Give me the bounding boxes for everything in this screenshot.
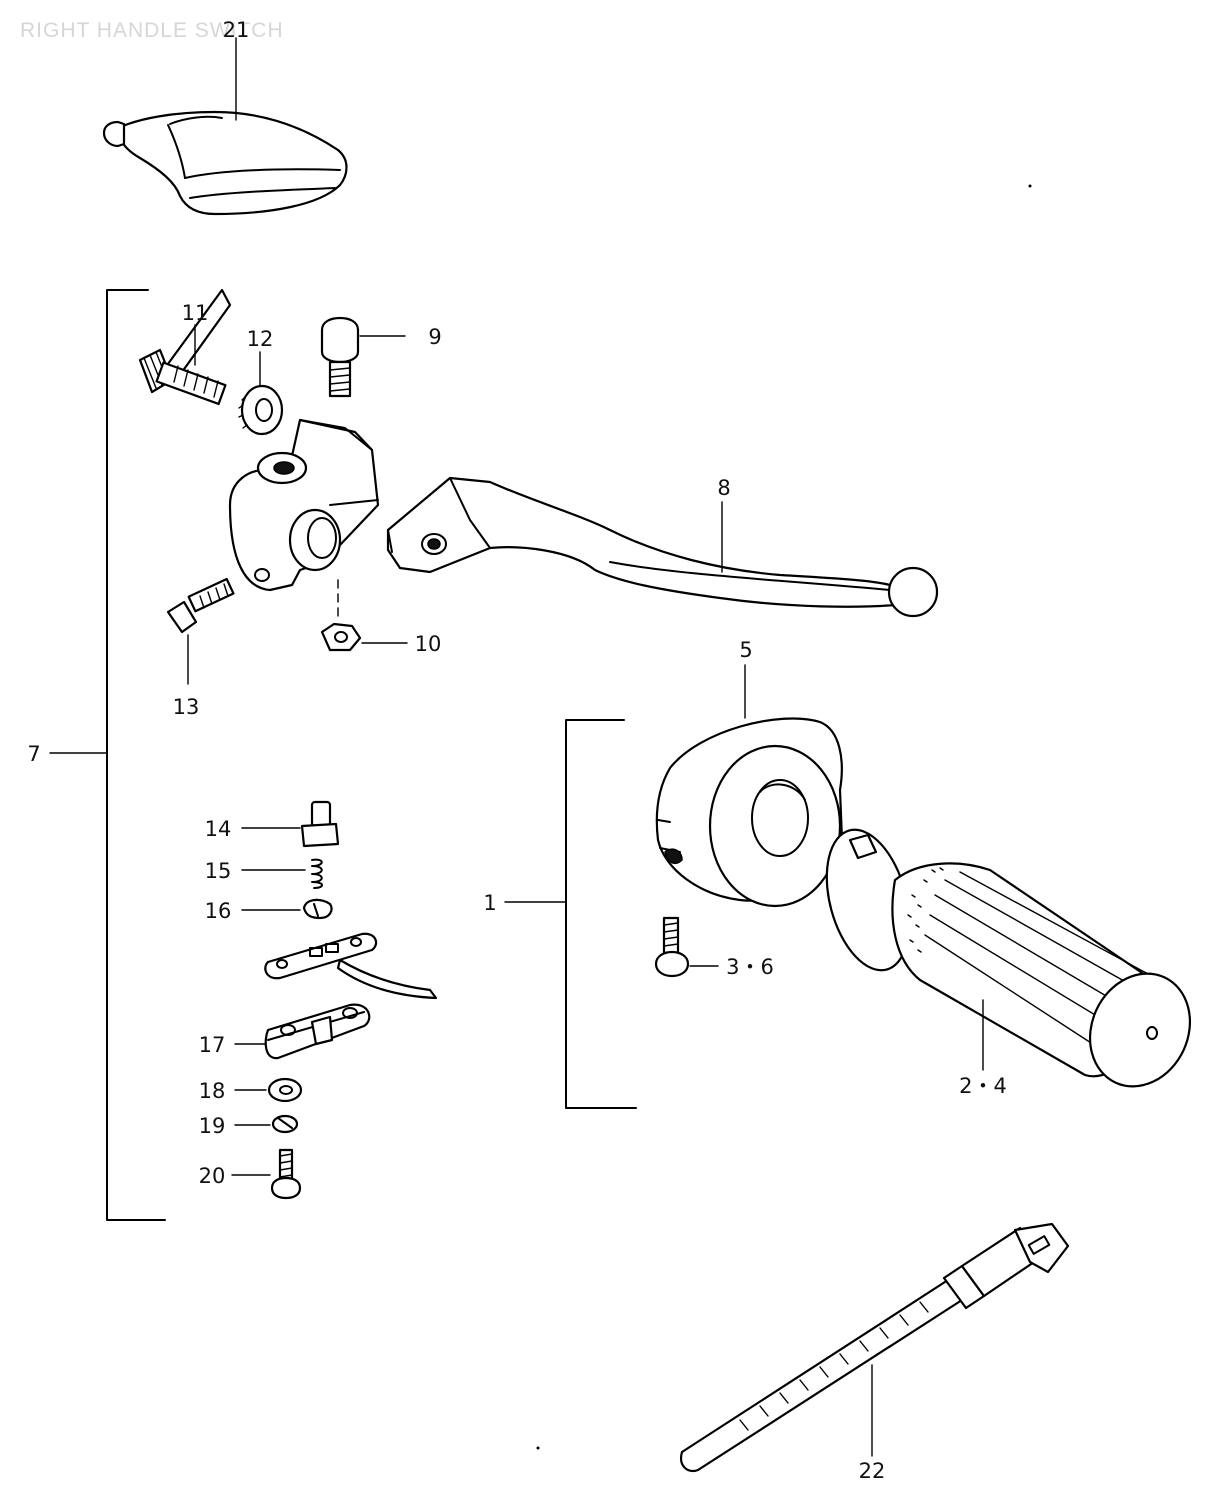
leader-10: 10 [361,632,442,656]
part-20-screw [270,1148,302,1200]
part-21-switch-housing [102,110,348,216]
part-15-spring [311,858,323,889]
part-19-spring-washer [271,1114,299,1134]
label-13: 13 [173,695,200,719]
bracket-1: 1 [483,719,637,1109]
part-3-6-screw [654,916,690,978]
label-20: 20 [199,1164,226,1188]
leader-5: 5 [739,638,753,719]
part-2-4-grip [825,828,1192,1088]
label-1: 1 [483,891,496,915]
label-10: 10 [415,632,442,656]
leader-11: 11 [182,301,209,366]
leader-17: 17 [199,1033,267,1057]
leader-9: 9 [359,325,442,349]
leader-18: 18 [199,1079,267,1103]
label-21: 21 [223,18,250,42]
label-17: 17 [199,1033,226,1057]
leader-20: 20 [199,1164,271,1188]
part-10-nut [320,579,362,652]
leader-2-4: 2・4 [959,999,1007,1098]
bracket-7: 7 [27,289,166,1221]
leader-13: 13 [173,634,200,719]
part-17-switch-body [264,1003,371,1060]
leader-16: 16 [205,899,301,923]
leader-8: 8 [717,476,731,573]
leader-22: 22 [859,1364,886,1483]
label-11: 11 [182,301,209,325]
label-9: 9 [428,325,441,349]
label-22: 22 [859,1459,886,1483]
leader-19: 19 [199,1114,271,1138]
label-7: 7 [27,742,40,766]
label-18: 18 [199,1079,226,1103]
part-5-throttle-housing [655,717,844,908]
leader-15: 15 [205,859,306,883]
part-13-bracket-bolt [166,577,235,634]
diagram-title: RIGHT HANDLE SWITCH [20,19,284,42]
label-2-4: 2・4 [959,1074,1007,1098]
label-19: 19 [199,1114,226,1138]
leader-14: 14 [205,817,301,841]
label-12: 12 [247,327,274,351]
leader-3-6: 3・6 [689,955,774,979]
label-8: 8 [717,476,730,500]
label-14: 14 [205,817,232,841]
part-22-cable-tie [680,1222,1070,1473]
part-9-pivot-bolt [320,316,360,398]
part-16-clip [302,898,333,920]
part-8-lever [386,476,939,618]
leader-21: 21 [223,18,250,121]
label-15: 15 [205,859,232,883]
label-5: 5 [739,638,752,662]
label-3-6: 3・6 [726,955,774,979]
switch-plate [264,932,438,1000]
part-14-adjuster-pin [300,800,340,848]
label-16: 16 [205,899,232,923]
part-11-adjuster-bolt [138,288,232,406]
lever-bracket [228,418,380,592]
leader-12: 12 [247,327,274,387]
part-12-lock-nut [238,384,284,436]
part-18-washer [267,1077,303,1103]
